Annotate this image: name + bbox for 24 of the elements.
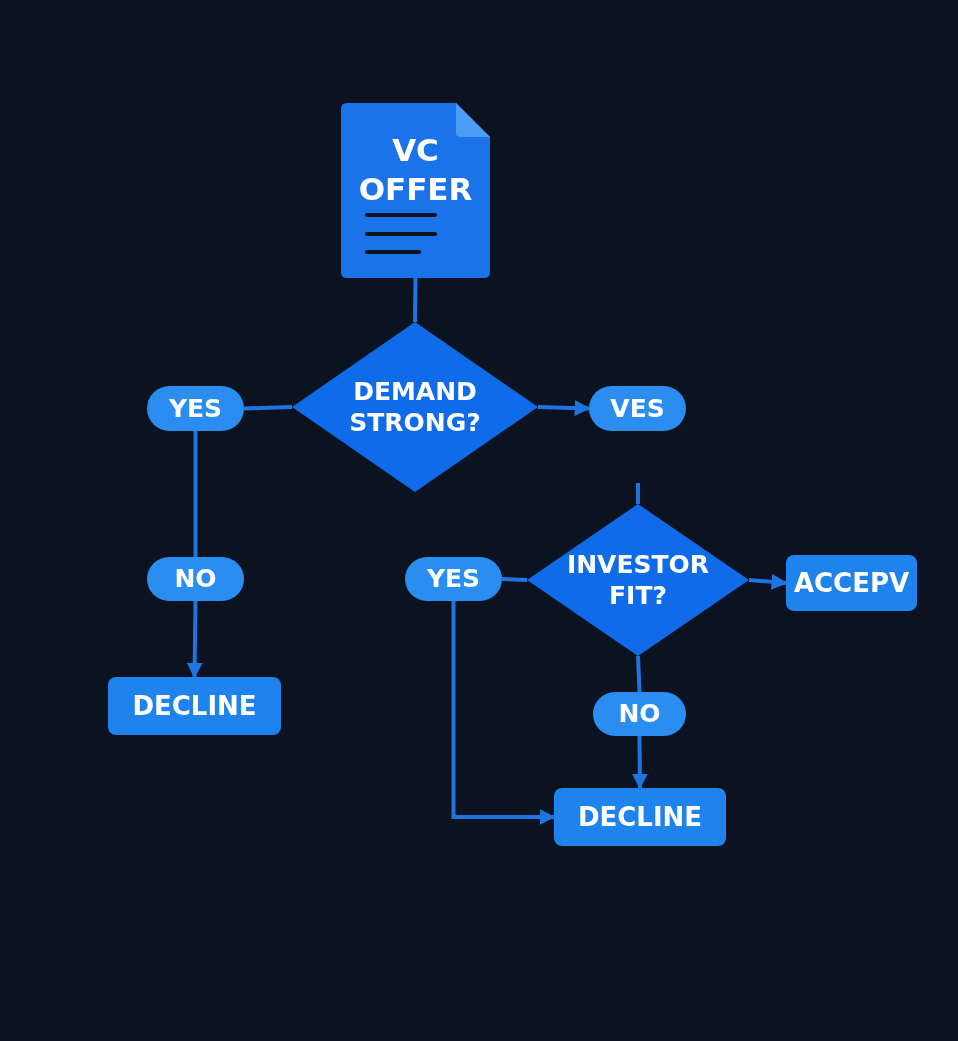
node-label: INVESTOR FIT? <box>566 548 710 612</box>
outcome-box <box>786 555 917 611</box>
node-label: ACCEPV <box>793 566 910 600</box>
answer-pill <box>405 557 502 601</box>
node-label: YES <box>168 392 223 425</box>
connector-arrow <box>186 600 203 679</box>
answer-pill <box>593 692 686 736</box>
node-label: YES <box>426 563 481 595</box>
node-label: DECLINE <box>132 689 257 723</box>
connector-arrow <box>451 601 556 825</box>
connector-arrow <box>748 573 788 590</box>
answer-pill <box>589 386 686 431</box>
node-label: VC OFFER <box>358 131 473 209</box>
answer-pill <box>147 386 244 431</box>
node-label: VES <box>610 392 665 425</box>
node-label: NO <box>618 698 661 730</box>
answer-pill <box>147 557 244 601</box>
node-label: DEMAND STRONG? <box>348 375 482 439</box>
connector-arrow <box>631 735 648 790</box>
connector-arrow <box>537 400 591 417</box>
node-label: NO <box>174 563 217 595</box>
outcome-box <box>554 788 726 846</box>
node-label: DECLINE <box>577 800 703 834</box>
outcome-box <box>108 677 281 735</box>
